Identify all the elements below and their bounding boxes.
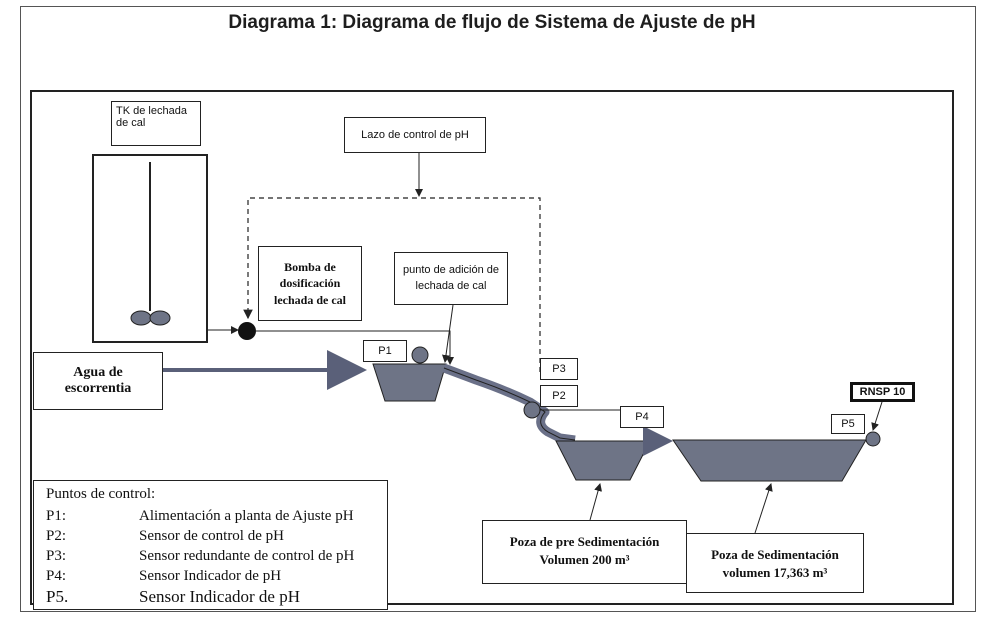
pre-sedimentation-pool [555,440,651,481]
dosing-line [256,330,454,365]
legend-item: P5.Sensor Indicador de pH [46,587,300,606]
tank-label: TK de lechada de cal [111,101,201,146]
addition-point-label: punto de adición de lechada de cal [394,252,508,305]
p5-label: P5 [831,414,865,434]
addition-point-pointer [442,304,454,363]
legend-item: P1:Alimentación a planta de Ajuste pH [46,508,354,524]
diagram-frame [30,90,954,605]
sedimentation-label: Poza de Sedimentación volumen 17,363 m³ [686,533,864,593]
pre-sed-line2: Volumen 200 m³ [539,551,630,567]
control-loop-signal [243,197,541,372]
outer-frame [20,6,976,612]
sed-pointer [754,483,773,534]
rnsp-label: RNSP 10 [850,382,915,402]
pre-sed-line1: Poza de pre Sedimentación [509,534,660,549]
p5-sensor [865,431,881,447]
p2-sensor [523,401,541,419]
rnsp-pointer [871,401,883,431]
sed-line2: volumen 17,363 m³ [722,564,828,580]
mixer-impeller-left [130,310,152,326]
diagram-title: Diagrama 1: Diagrama de flujo de Sistema… [228,12,756,33]
p1-sensor [411,346,429,364]
p4-label: P4 [620,406,664,428]
legend-item: P2:Sensor de control de pH [46,528,284,544]
pump-label: Bomba de dosificación lechada de cal [258,246,362,321]
legend-item: P4:Sensor Indicador de pH [46,568,282,584]
sedimentation-pool [672,439,867,482]
legend-heading: Puntos de control: [46,486,156,502]
feed-tank [372,363,447,402]
sed-line1: Poza de Sedimentación [711,547,839,562]
runoff-label: Agua de escorrentia [33,352,163,410]
p1-label: P1 [363,340,407,362]
control-points-legend: Puntos de control: P1:Alimentación a pla… [33,480,388,610]
pre-sedimentation-label: Poza de pre Sedimentación Volumen 200 m³ [482,520,687,584]
mixer-impeller-right [149,310,171,326]
pre-sed-pointer [589,483,602,521]
dosing-pump [238,322,256,340]
control-loop-label: Lazo de control de pH [344,117,486,153]
p2-label: P2 [540,385,578,407]
p3-label: P3 [540,358,578,380]
sloped-transfer-pipe-edge [443,367,576,441]
legend-item: P3:Sensor redundante de control de pH [46,548,355,564]
